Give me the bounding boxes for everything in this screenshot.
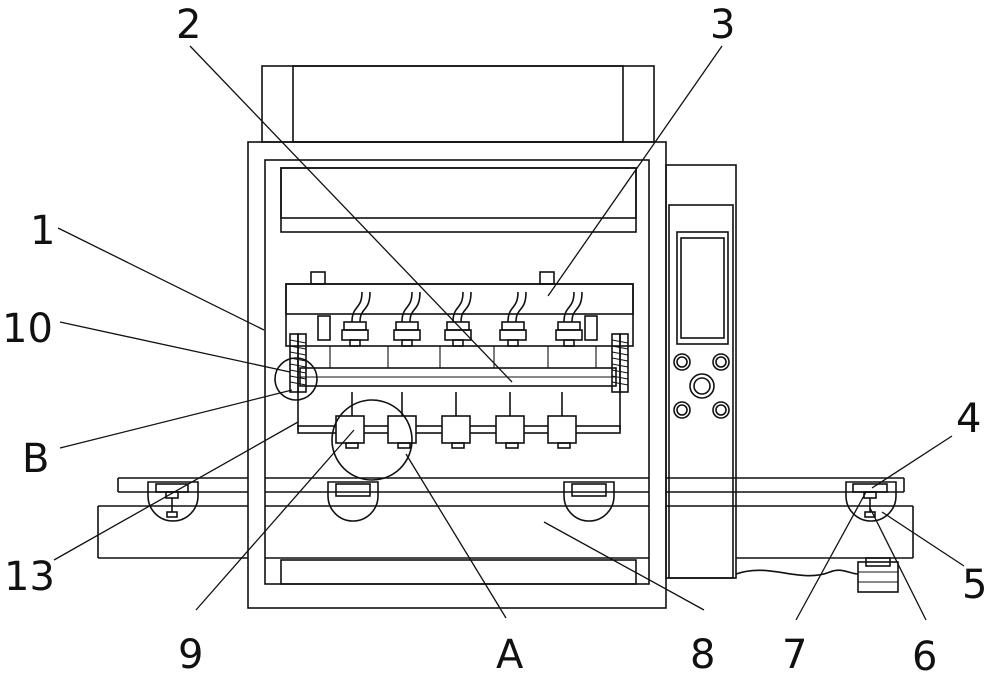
label-2: 2 (176, 2, 201, 48)
nozzle-3 (444, 291, 472, 347)
control-knob-icon (673, 353, 691, 371)
control-knob-icon (712, 401, 730, 419)
nozzle-2 (393, 291, 421, 347)
detail-circle-a (331, 399, 413, 481)
filling-head-frame (285, 271, 634, 347)
main-housing (247, 141, 667, 609)
label-10: 10 (2, 306, 53, 352)
nozzle-1 (341, 291, 371, 347)
carrier-mid-1 (327, 481, 379, 522)
spring-guide-left (289, 333, 307, 430)
carrier-left (147, 481, 199, 522)
label-4: 4 (956, 396, 981, 442)
carrier-mid-2 (563, 481, 615, 522)
crossbar (299, 346, 617, 387)
label-7: 7 (782, 632, 807, 678)
label-1: 1 (30, 208, 55, 254)
control-knob-icon (673, 401, 691, 419)
control-knob-icon (712, 353, 730, 371)
label-8: 8 (690, 632, 715, 678)
display-screen (676, 231, 729, 345)
label-9: 9 (178, 632, 203, 678)
main-dial-icon (689, 373, 715, 399)
label-a: A (496, 632, 524, 678)
clamp-bar (297, 392, 621, 449)
detail-circle-b (274, 357, 318, 401)
motor (735, 557, 899, 593)
spring-guide-right (611, 333, 629, 430)
label-3: 3 (710, 2, 735, 48)
label-b: B (22, 436, 49, 482)
nozzle-row (341, 291, 583, 347)
conveyor (97, 477, 914, 559)
control-cabinet (665, 164, 737, 579)
label-5: 5 (962, 562, 987, 608)
top-frame (261, 65, 655, 143)
nozzle-4 (499, 291, 527, 347)
nozzle-5 (555, 291, 583, 347)
label-6: 6 (912, 634, 937, 678)
label-13: 13 (4, 554, 55, 600)
leader-lines (53, 45, 965, 621)
